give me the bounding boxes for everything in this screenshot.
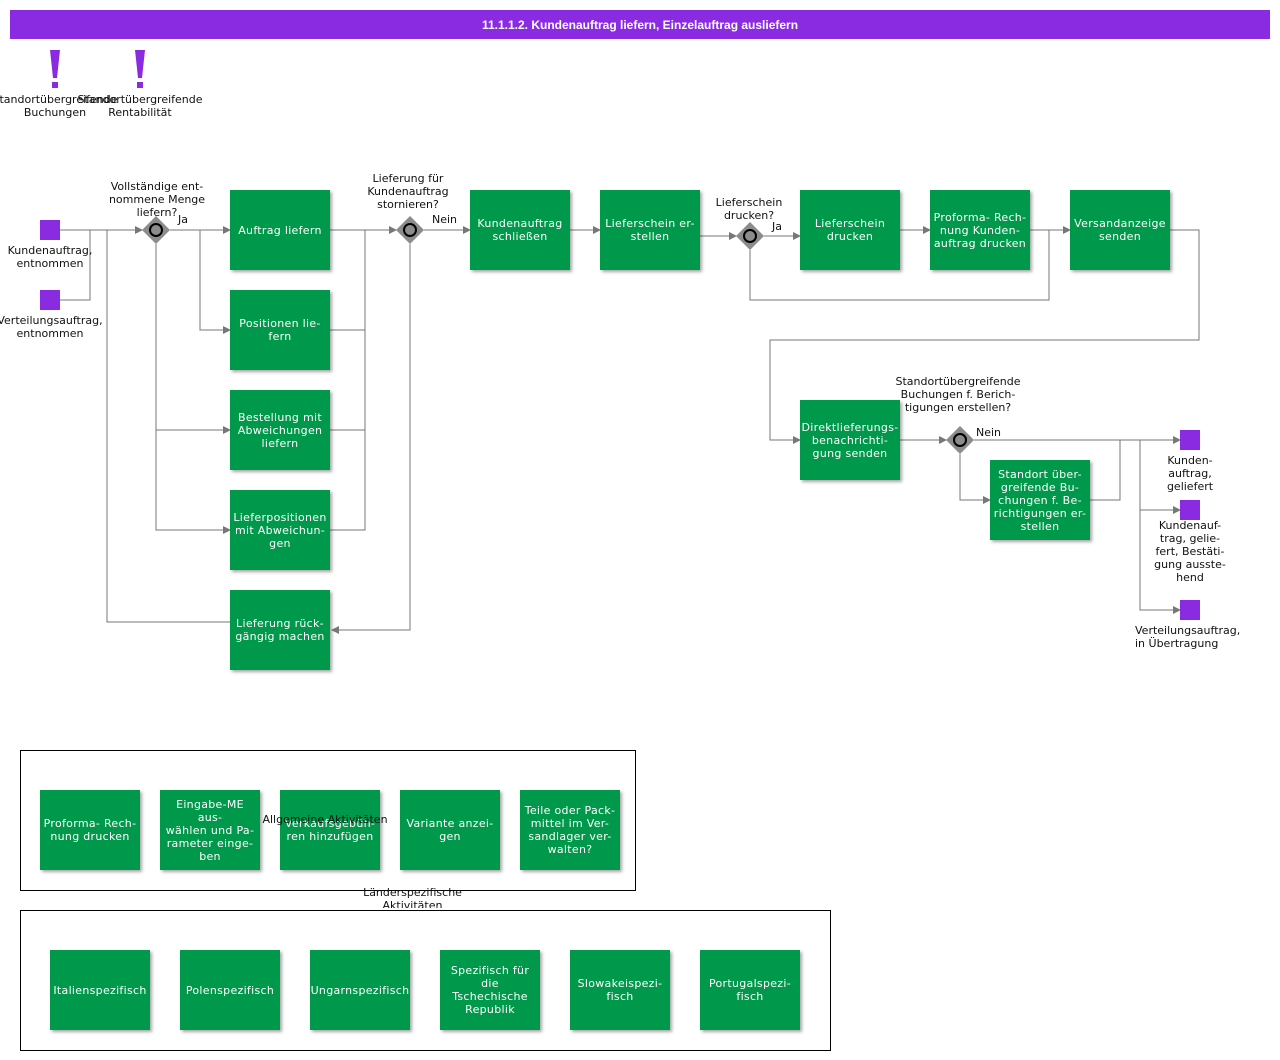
gateway-yes-label: Ja bbox=[178, 213, 188, 226]
general-activity[interactable]: Proforma- Rech- nung drucken bbox=[40, 790, 140, 870]
task-kundenauftrag-schliessen[interactable]: Kundenauftrag schließen bbox=[470, 190, 570, 270]
start-event-verteilungsauftrag bbox=[40, 290, 60, 310]
end-event-bestaetigung bbox=[1180, 500, 1200, 520]
country-activity[interactable]: Portugalspezi- fisch bbox=[700, 950, 800, 1030]
task-lieferschein-erstellen[interactable]: Lieferschein er- stellen bbox=[600, 190, 700, 270]
flow-g2-rueck bbox=[331, 244, 411, 634]
task-direktlieferung-senden[interactable]: Direktlieferungs- benachrichti- gung sen… bbox=[800, 400, 900, 480]
country-activity[interactable]: Spezifisch für die Tschechische Republik bbox=[440, 950, 540, 1030]
task-lieferpositionen-abweichungen[interactable]: Lieferpositionen mit Abweichun- gen bbox=[230, 490, 330, 570]
task-versandanzeige-senden[interactable]: Versandanzeige senden bbox=[1070, 190, 1170, 270]
end-event-label: Kundenauf- trag, gelie- fert, Bestäti- g… bbox=[1154, 519, 1226, 584]
flow-g1-lieferpos bbox=[155, 430, 231, 534]
gateway-icon bbox=[142, 216, 170, 244]
gateway-icon bbox=[396, 216, 424, 244]
country-activity[interactable]: Italienspezifisch bbox=[50, 950, 150, 1030]
gateway-question: Standortübergreifende Buchungen f. Beric… bbox=[895, 375, 1021, 414]
diagram-title: 11.1.1.2. Kundenauftrag liefern, Einzela… bbox=[10, 10, 1270, 39]
gateway-no-label: Nein bbox=[432, 213, 458, 226]
general-activity[interactable]: Variante anzei- gen bbox=[400, 790, 500, 870]
general-activity[interactable]: Verkaufsgebüh- ren hinzufügen bbox=[280, 790, 380, 870]
flow-start2-g1 bbox=[60, 230, 91, 301]
task-positionen-liefern[interactable]: Positionen lie- fern bbox=[230, 290, 330, 370]
general-activity[interactable]: Eingabe-ME aus- wählen und Pa- rameter e… bbox=[160, 790, 260, 870]
end-event-label: Kunden- auftrag, geliefert bbox=[1166, 454, 1214, 493]
flow-g1-bestellung bbox=[155, 244, 231, 434]
task-standort-buchungen[interactable]: Standort über- greifende Bu- chungen f. … bbox=[990, 460, 1090, 540]
start-event-label: Kundenauftrag, entnommen bbox=[7, 244, 93, 270]
group-country-title: Länderspezifische Aktivitäten bbox=[363, 886, 462, 908]
task-lieferung-rueckgaengig[interactable]: Lieferung rück- gängig machen bbox=[230, 590, 330, 670]
group-general-title: Allgemeine Aktivitäten bbox=[262, 813, 388, 826]
exclamation-icon bbox=[135, 50, 145, 88]
flow-versand-direkt bbox=[769, 229, 1200, 444]
flow-end3 bbox=[1139, 510, 1181, 614]
gateway-no-label: Nein bbox=[976, 426, 1002, 439]
gateway-icon bbox=[946, 426, 974, 454]
task-auftrag-liefern[interactable]: Auftrag liefern bbox=[230, 190, 330, 270]
flow-positionen-merge bbox=[330, 230, 366, 331]
task-bestellung-abweichungen[interactable]: Bestellung mit Abweichungen liefern bbox=[230, 390, 330, 470]
warning-label-buchungen: Standortübergreifende Buchungen bbox=[0, 93, 118, 119]
end-event-geliefert bbox=[1180, 430, 1200, 450]
flow-lieferpos-merge bbox=[330, 430, 366, 531]
group-country-activities bbox=[20, 910, 831, 1051]
gateway-yes-label: Ja bbox=[772, 220, 782, 233]
flow-standort-merge bbox=[1090, 440, 1121, 501]
warning-label-rentabilitaet: Standortübergreifende Rentabilität bbox=[77, 93, 203, 119]
group-general-activities bbox=[20, 750, 636, 891]
end-event-label: Verteilungsauftrag, in Übertragung bbox=[1135, 624, 1241, 650]
flow-g3-bypass bbox=[749, 230, 1050, 301]
country-activity[interactable]: Slowakeispezi- fisch bbox=[570, 950, 670, 1030]
flow-g4-standort bbox=[959, 454, 991, 504]
flow-g1-positionen bbox=[199, 230, 231, 334]
country-activity[interactable]: Polenspezifisch bbox=[180, 950, 280, 1030]
flow-rueck-loop bbox=[106, 230, 230, 623]
task-proforma-kundenauftrag[interactable]: Proforma- Rech- nung Kunden- auftrag dru… bbox=[930, 190, 1030, 270]
flow-bestellung-merge bbox=[330, 330, 366, 431]
gateway-question: Lieferung für Kundenauftrag stornieren? bbox=[367, 172, 449, 211]
start-event-kundenauftrag bbox=[40, 220, 60, 240]
start-event-label: Verteilungsauftrag, entnommen bbox=[0, 314, 103, 340]
task-lieferschein-drucken[interactable]: Lieferschein drucken bbox=[800, 190, 900, 270]
end-event-uebertragung bbox=[1180, 600, 1200, 620]
country-activity[interactable]: Ungarnspezifisch bbox=[310, 950, 410, 1030]
gateway-icon bbox=[736, 222, 764, 250]
gateway-question: Vollständige ent- nommene Menge liefern? bbox=[108, 180, 206, 219]
gateway-question: Lieferschein drucken? bbox=[715, 196, 783, 222]
general-activity[interactable]: Teile oder Pack- mittel im Ver- sandlage… bbox=[520, 790, 620, 870]
exclamation-icon bbox=[50, 50, 60, 88]
